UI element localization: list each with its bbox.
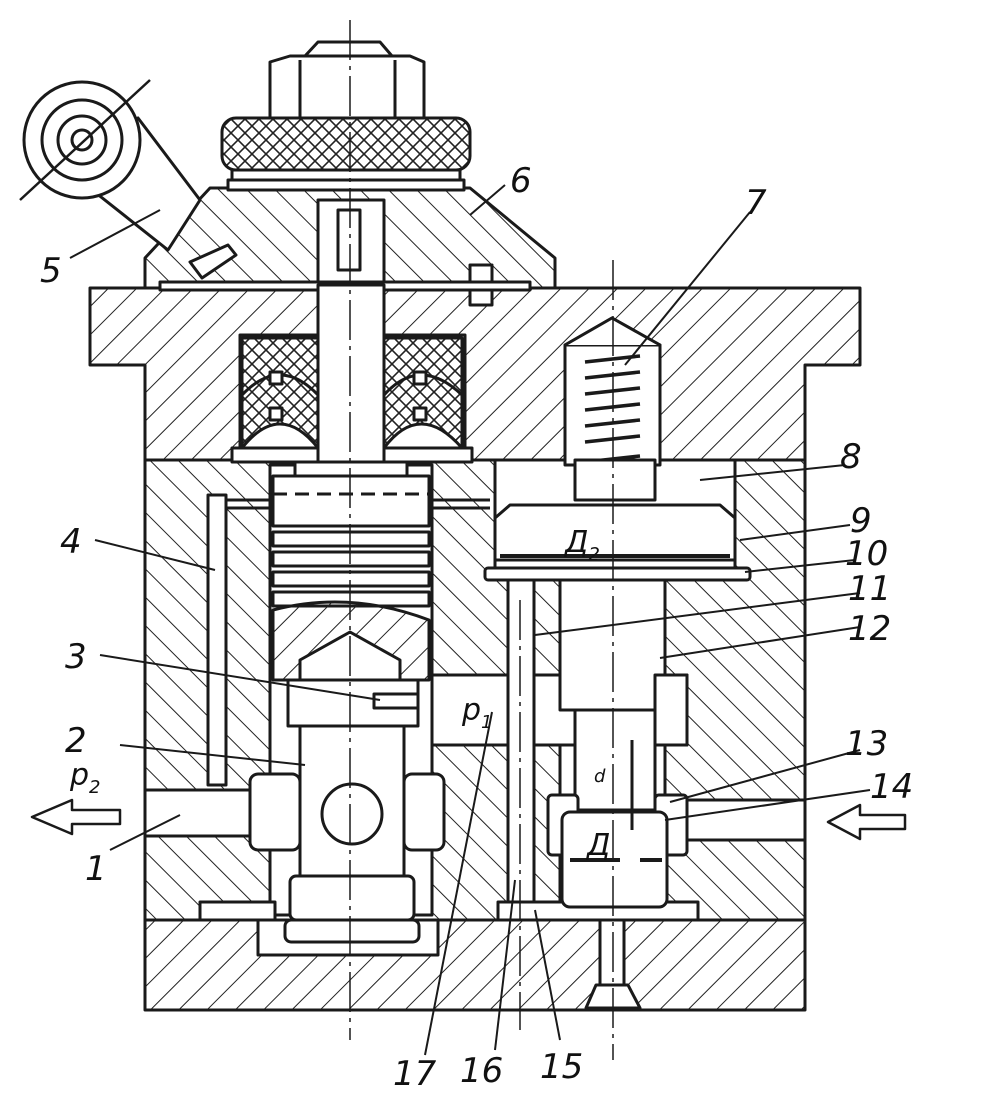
symbol-d2: Д2 bbox=[563, 525, 600, 565]
symbol-labels: p1 p2 Д2 Д d bbox=[69, 525, 610, 863]
spool-assembly bbox=[248, 283, 446, 944]
membrane-assembly bbox=[483, 316, 752, 582]
part-label-13: 13 bbox=[845, 724, 888, 764]
symbol-d-small: d bbox=[594, 766, 606, 787]
part-label-5: 5 bbox=[40, 251, 62, 291]
symbol-p1: p1 bbox=[461, 693, 493, 733]
part-label-8: 8 bbox=[840, 437, 862, 477]
part-label-7: 7 bbox=[745, 183, 767, 223]
part-label-11: 11 bbox=[848, 569, 891, 609]
knurled-nut bbox=[220, 116, 472, 192]
part-label-3: 3 bbox=[65, 637, 87, 677]
packing-rings bbox=[230, 336, 474, 464]
part-label-4: 4 bbox=[60, 522, 82, 562]
part-label-6: 6 bbox=[510, 161, 532, 201]
centre-lines bbox=[349, 20, 614, 1060]
top-cover bbox=[88, 286, 862, 462]
part-label-16: 16 bbox=[460, 1051, 503, 1091]
symbol-d: Д bbox=[585, 828, 610, 863]
part-label-1: 1 bbox=[85, 849, 107, 889]
symbol-p2: p2 bbox=[69, 758, 101, 798]
part-label-14: 14 bbox=[870, 767, 913, 807]
part-label-17: 17 bbox=[393, 1054, 437, 1094]
roller-lever bbox=[19, 79, 202, 252]
part-label-2: 2 bbox=[65, 721, 87, 761]
outlet-arrow bbox=[30, 798, 122, 836]
part-label-15: 15 bbox=[540, 1047, 583, 1087]
leader-lines bbox=[69, 184, 871, 1056]
hex-nut bbox=[268, 40, 426, 120]
part-label-10: 10 bbox=[845, 534, 888, 574]
plunger bbox=[546, 578, 689, 909]
inlet-arrow bbox=[826, 803, 907, 841]
part-label-12: 12 bbox=[848, 609, 891, 649]
part-label-9: 9 bbox=[850, 501, 872, 541]
